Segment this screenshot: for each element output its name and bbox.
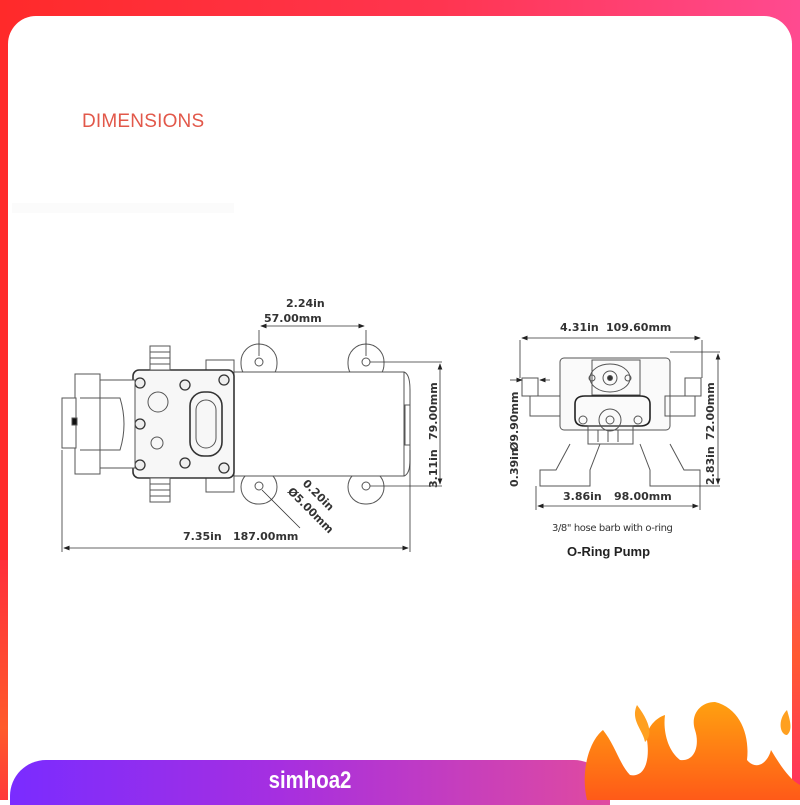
- motor-body: [233, 371, 405, 477]
- mount-hole-icon: [254, 357, 264, 367]
- watermark-banner: simhoa2: [10, 760, 610, 805]
- dim-base-width-imperial: 3.86in: [563, 490, 602, 503]
- dim-mount-height-metric: 79.00mm: [427, 382, 440, 440]
- dim-base-width-metric: 98.00mm: [614, 490, 672, 503]
- watermark-text: simhoa2: [268, 767, 352, 794]
- dim-height-metric: 72.00mm: [704, 382, 717, 440]
- page-title: DIMENSIONS: [82, 111, 205, 132]
- side-view-pump: [61, 343, 411, 505]
- mount-hole-icon: [254, 481, 264, 491]
- dim-mount-height-imperial: 3.11in: [427, 449, 440, 488]
- hose-barb-right: [684, 377, 702, 397]
- view-subtitle: O-Ring Pump: [567, 544, 651, 559]
- mount-hole-icon: [361, 481, 371, 491]
- hose-barb-left: [521, 377, 539, 397]
- faint-divider: [12, 203, 234, 213]
- dim-overall-length-metric: 187.00mm: [233, 530, 298, 543]
- dim-overall-length-imperial: 7.35in: [183, 530, 222, 543]
- dim-width-metric: 109.60mm: [606, 321, 671, 334]
- flame-icon: [584, 702, 800, 800]
- dim-height-imperial: 2.83in: [704, 446, 717, 485]
- dim-mount-spacing-imperial: 2.24in: [286, 297, 325, 310]
- dim-width-imperial: 4.31in: [560, 321, 599, 334]
- dim-barb-metric: Ø9.90mm: [508, 392, 521, 451]
- dim-barb-imperial: 0.39in: [508, 448, 521, 487]
- end-view-pump: [521, 357, 702, 487]
- hose-barb-caption: 3/8" hose barb with o-ring: [552, 523, 673, 534]
- mount-hole-icon: [361, 357, 371, 367]
- dim-mount-spacing-metric: 57.00mm: [264, 312, 322, 325]
